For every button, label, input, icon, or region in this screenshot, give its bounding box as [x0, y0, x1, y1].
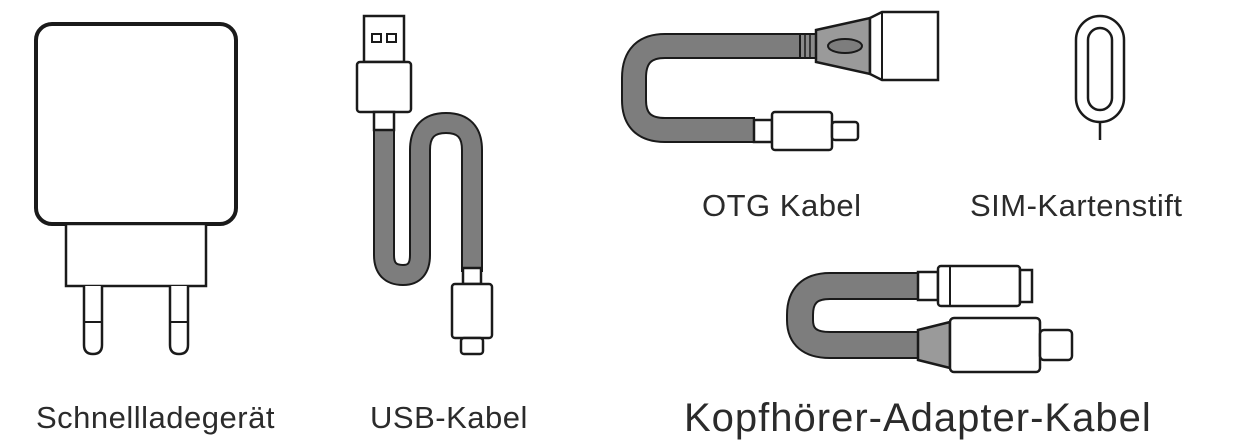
sim-pin-label: SIM-Kartenstift [970, 188, 1183, 223]
charger-label: Schnellladegerät [36, 400, 275, 435]
sim-pin-illustration [1074, 14, 1126, 140]
usb-cable-illustration [355, 14, 494, 356]
usb-cable-label: USB-Kabel [370, 400, 528, 435]
charger-illustration [34, 22, 238, 356]
headphone-adapter-label: Kopfhörer-Adapter-Kabel [684, 396, 1152, 440]
otg-cable-illustration [621, 10, 940, 152]
headphone-adapter-illustration [786, 264, 1074, 374]
otg-cable-label: OTG Kabel [702, 188, 862, 223]
